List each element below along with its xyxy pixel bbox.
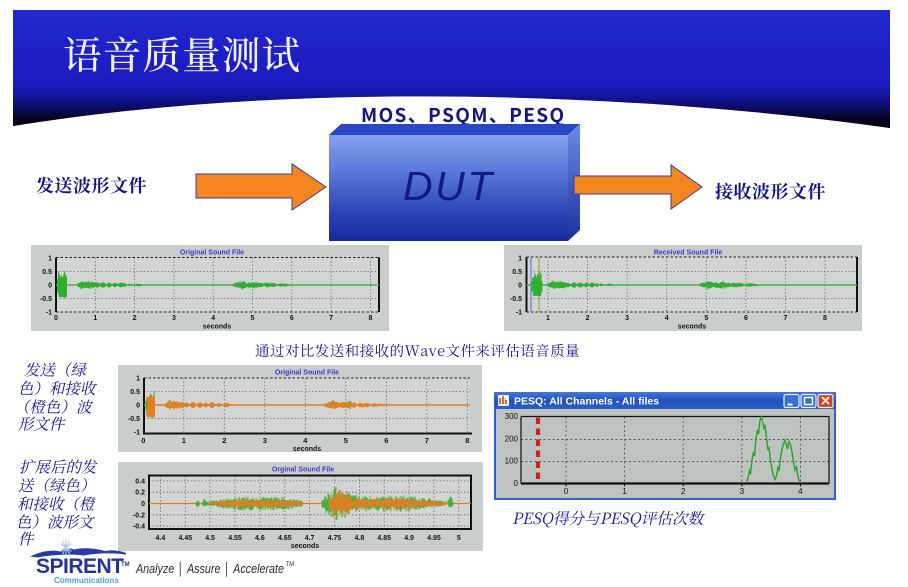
svg-text:DUT: DUT — [403, 163, 495, 209]
svg-text:3: 3 — [263, 436, 267, 445]
svg-text:5: 5 — [704, 315, 708, 322]
svg-text:3: 3 — [740, 487, 745, 496]
svg-text:Original Sound File: Original Sound File — [275, 370, 339, 377]
svg-text:Analyze │ Assure │ Accelerate: Analyze │ Assure │ Accelerate — [135, 561, 284, 577]
svg-text:1: 1 — [182, 436, 186, 445]
svg-text:Original Sound File: Original Sound File — [180, 250, 244, 257]
svg-text:3: 3 — [172, 315, 176, 322]
svg-text:0: 0 — [141, 501, 145, 508]
svg-text:2: 2 — [586, 315, 590, 322]
svg-text:4.4: 4.4 — [156, 535, 166, 542]
svg-text:5: 5 — [251, 315, 255, 322]
svg-text:100: 100 — [505, 457, 519, 466]
svg-text:SPIRENT: SPIRENT — [36, 555, 124, 578]
svg-text:4.6: 4.6 — [255, 535, 265, 542]
svg-text:6: 6 — [744, 315, 748, 322]
svg-text:2: 2 — [222, 436, 226, 445]
svg-text:Orginal Sound File: Orginal Sound File — [272, 467, 334, 474]
svg-text:4.45: 4.45 — [178, 535, 192, 542]
svg-text:Received Sound File: Received Sound File — [654, 250, 723, 257]
svg-text:0: 0 — [141, 436, 145, 445]
svg-text:TM: TM — [121, 562, 130, 568]
svg-text:1: 1 — [136, 376, 140, 383]
svg-text:PESQ: All Channels - All files: PESQ: All Channels - All files — [514, 396, 659, 408]
svg-text:2: 2 — [133, 315, 137, 322]
svg-text:0: 0 — [48, 283, 52, 290]
svg-text:7: 7 — [783, 315, 787, 322]
svg-text:0: 0 — [514, 479, 519, 488]
svg-text:4.85: 4.85 — [377, 535, 391, 542]
svg-text:3: 3 — [625, 315, 629, 322]
svg-text:-0.5: -0.5 — [128, 416, 140, 423]
svg-text:1: 1 — [546, 315, 550, 322]
svg-text:0.5: 0.5 — [130, 389, 140, 396]
svg-text:-0.5: -0.5 — [510, 296, 522, 303]
svg-text:1: 1 — [48, 256, 52, 263]
svg-text:-1: -1 — [516, 310, 522, 317]
svg-text:-0.4: -0.4 — [133, 524, 145, 531]
svg-text:seconds: seconds — [291, 543, 320, 550]
svg-text:4.5: 4.5 — [205, 535, 215, 542]
svg-text:4: 4 — [665, 315, 669, 322]
svg-text:4.8: 4.8 — [355, 535, 365, 542]
svg-text:0.2: 0.2 — [135, 490, 145, 497]
svg-text:8: 8 — [368, 315, 372, 322]
svg-text:6: 6 — [290, 315, 294, 322]
svg-text:0: 0 — [518, 283, 522, 290]
svg-text:0.5: 0.5 — [42, 269, 52, 276]
svg-text:-1: -1 — [46, 310, 52, 317]
svg-text:6: 6 — [384, 436, 388, 445]
svg-text:4: 4 — [211, 315, 215, 322]
svg-text:4.95: 4.95 — [427, 535, 441, 542]
svg-text:5: 5 — [344, 436, 348, 445]
svg-text:seconds: seconds — [203, 324, 232, 331]
svg-text:0: 0 — [564, 487, 569, 496]
svg-text:seconds: seconds — [293, 446, 322, 453]
svg-text:1: 1 — [518, 256, 522, 263]
svg-text:1: 1 — [93, 315, 97, 322]
svg-text:4.75: 4.75 — [328, 535, 342, 542]
svg-text:2: 2 — [681, 487, 686, 496]
svg-text:-0.5: -0.5 — [40, 296, 52, 303]
svg-text:4.7: 4.7 — [305, 535, 315, 542]
svg-text:-0.2: -0.2 — [133, 512, 145, 519]
svg-text:7: 7 — [425, 436, 429, 445]
svg-text:4.65: 4.65 — [278, 535, 292, 542]
svg-text:8: 8 — [823, 315, 827, 322]
svg-text:-1: -1 — [134, 430, 140, 437]
svg-text:seconds: seconds — [678, 324, 707, 331]
svg-text:TM: TM — [286, 562, 295, 568]
svg-text:0: 0 — [54, 315, 58, 322]
svg-text:Communications: Communications — [54, 576, 119, 585]
svg-text:1: 1 — [622, 487, 627, 496]
svg-text:300: 300 — [505, 412, 519, 421]
svg-text:4.9: 4.9 — [404, 535, 414, 542]
svg-text:7: 7 — [329, 315, 333, 322]
svg-text:5: 5 — [457, 535, 461, 542]
svg-text:4.55: 4.55 — [228, 535, 242, 542]
svg-text:4: 4 — [303, 436, 308, 445]
svg-text:0: 0 — [136, 403, 140, 410]
svg-text:0.4: 0.4 — [135, 478, 145, 485]
svg-text:0.5: 0.5 — [512, 269, 522, 276]
svg-text:4: 4 — [798, 487, 803, 496]
svg-text:200: 200 — [505, 434, 519, 443]
svg-text:8: 8 — [465, 436, 469, 445]
